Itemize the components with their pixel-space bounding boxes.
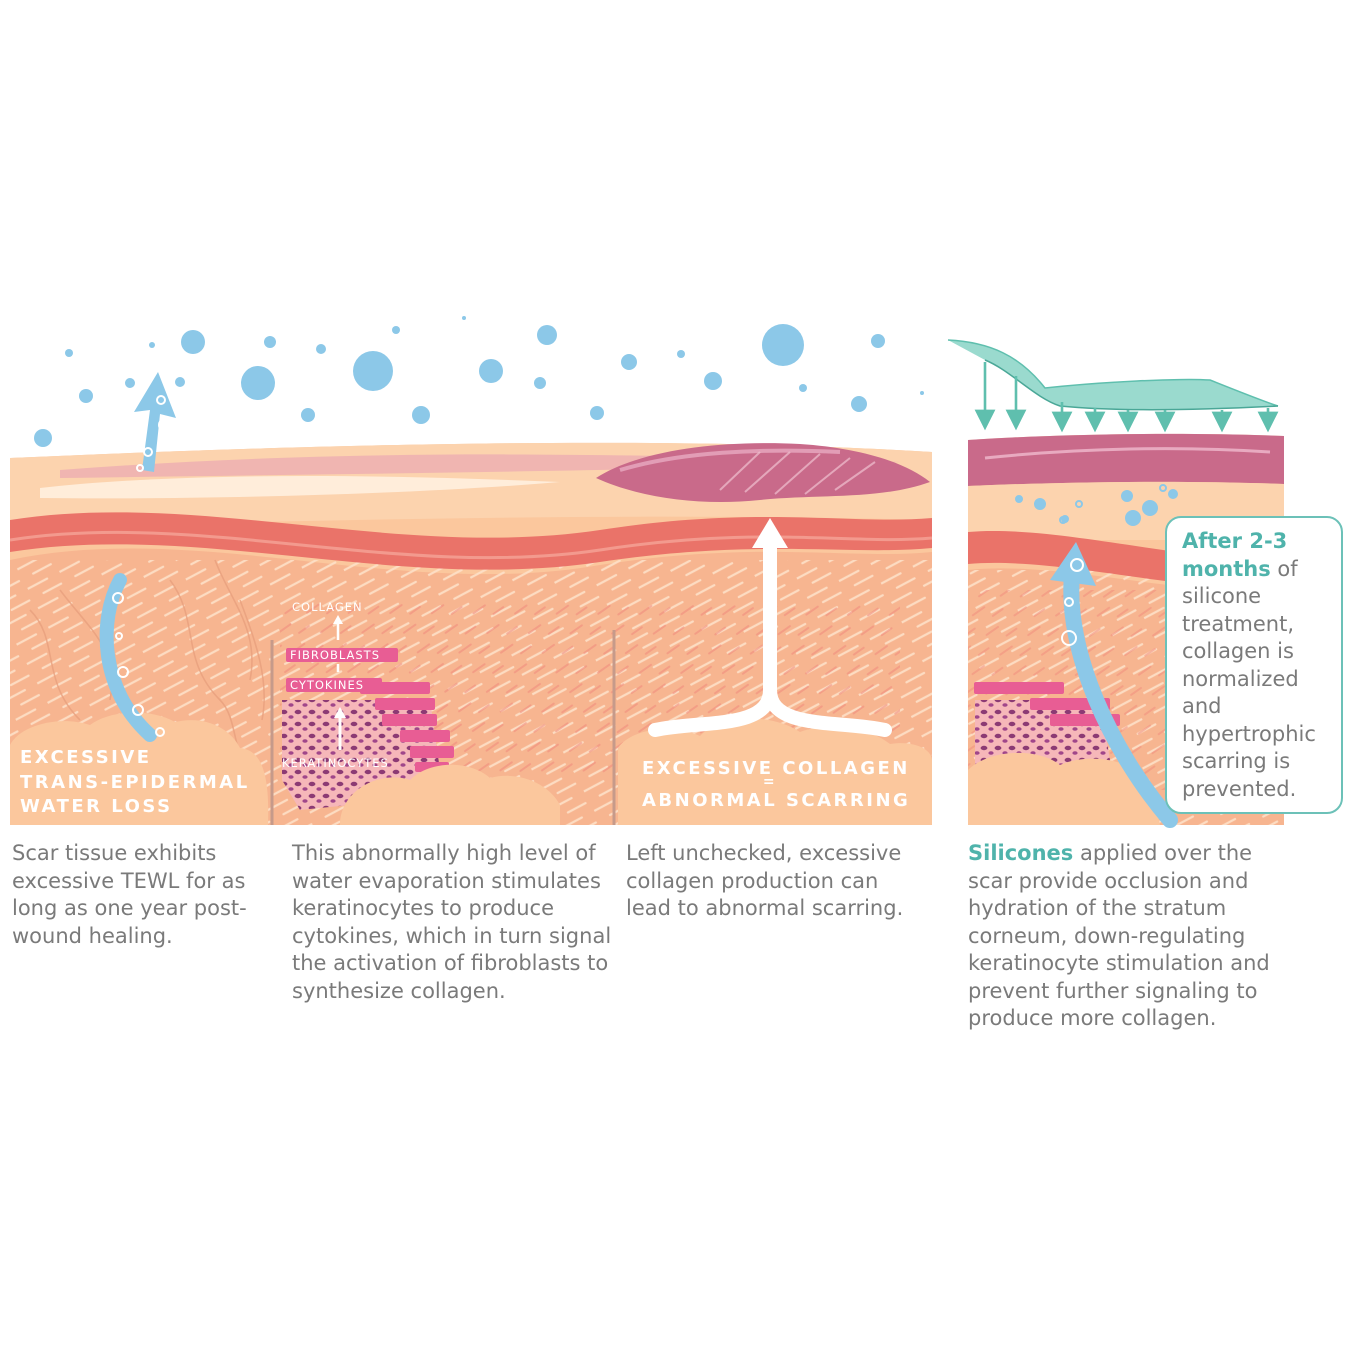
callout-text: of silicone treatment, collagen is norma…	[1182, 556, 1316, 801]
fibroblasts-tag-bg	[286, 648, 398, 662]
keratinocytes-tag: KERATINOCYTES	[282, 756, 389, 770]
treatment-callout: After 2-3 months of silicone treatment, …	[1165, 516, 1343, 814]
panel4-caption: Silicones applied over the scar provide …	[968, 840, 1288, 1033]
silicones-highlight: Silicones	[968, 841, 1074, 865]
panel4-caption-text: applied over the scar provide occlusion …	[968, 841, 1270, 1030]
equals-sign: =	[763, 774, 777, 790]
panel1-caption: Scar tissue exhibits excessive TEWL for …	[12, 841, 247, 948]
fibroblasts-tag: FIBROBLASTS	[290, 648, 380, 662]
skin-cross-section-left	[10, 300, 932, 825]
water-loss-arrow	[134, 372, 176, 472]
collagen-tag: COLLAGEN	[292, 600, 363, 614]
panel2-caption: This abnormally high level of water evap…	[292, 841, 612, 1003]
tewl-label-line: EXCESSIVE	[20, 747, 152, 768]
cytokines-tag: CYTOKINES	[290, 678, 364, 692]
tewl-label-line: TRANS-EPIDERMAL	[20, 772, 250, 793]
signal-cascade: COLLAGEN FIBROBLASTS CYTOKINES KERATINOC…	[282, 600, 398, 770]
scarring-label-line: EXCESSIVE COLLAGEN	[642, 758, 910, 779]
tewl-label-line: WATER LOSS	[20, 796, 173, 817]
panel3-caption: Left unchecked, excessive collagen produ…	[626, 841, 904, 920]
water-droplets	[34, 316, 924, 447]
hydration-arrow	[1050, 542, 1178, 828]
scarring-label: EXCESSIVE COLLAGEN = ABNORMAL SCARRING	[642, 758, 910, 811]
cytokines-tag-bg	[286, 678, 382, 692]
silicone-sheet	[947, 339, 1279, 433]
callout-highlight: After 2-3 months	[1182, 529, 1288, 581]
scarring-label-line: ABNORMAL SCARRING	[642, 790, 910, 811]
tewl-label: EXCESSIVE TRANS-EPIDERMAL WATER LOSS	[20, 747, 250, 817]
water-migration-arrow	[99, 573, 165, 742]
hydration-bubbles	[1015, 484, 1178, 526]
